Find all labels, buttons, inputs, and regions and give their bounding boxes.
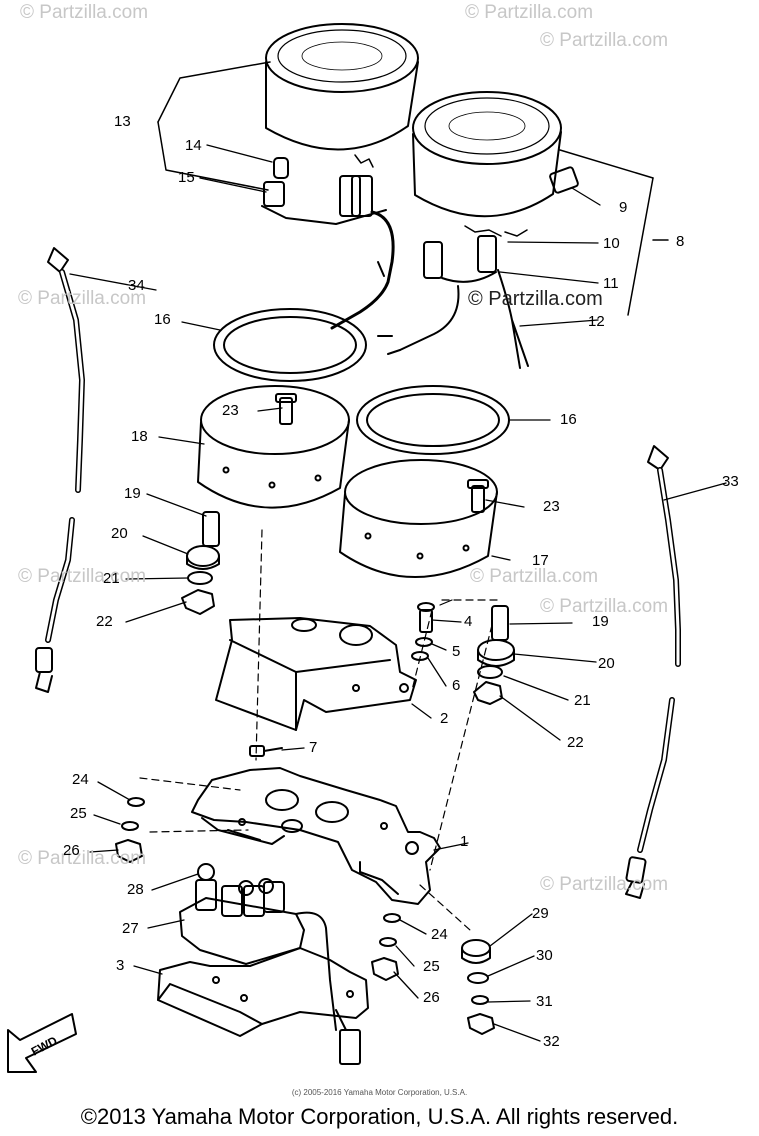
small-copyright: (c) 2005-2016 Yamaha Motor Corporation, … bbox=[291, 1088, 468, 1097]
callout-28: 28 bbox=[127, 881, 144, 898]
callout-13: 13 bbox=[114, 113, 131, 130]
callout-20: 20 bbox=[598, 655, 615, 672]
callout-23: 23 bbox=[543, 498, 560, 515]
callout-11: 11 bbox=[603, 275, 619, 292]
watermark: © Partzilla.com bbox=[20, 2, 149, 23]
callout-31: 31 bbox=[536, 993, 553, 1010]
callout-3: 3 bbox=[116, 957, 125, 974]
callout-17: 17 bbox=[532, 552, 549, 569]
fwd-arrow bbox=[7, 1013, 77, 1073]
watermark: © Partzilla.com bbox=[465, 2, 594, 23]
callout-5: 5 bbox=[452, 643, 461, 660]
callout-26: 26 bbox=[63, 842, 80, 859]
watermark-dark: © Partzilla.com bbox=[468, 288, 603, 310]
speedometer-gauge bbox=[412, 91, 579, 237]
callout-15: 15 bbox=[178, 169, 195, 186]
callout-22: 22 bbox=[567, 734, 584, 751]
callout-14: 14 bbox=[185, 137, 202, 154]
callout-32: 32 bbox=[543, 1033, 560, 1050]
callout-24: 24 bbox=[431, 926, 448, 943]
callout-10: 10 bbox=[603, 235, 620, 252]
callout-23: 23 bbox=[222, 402, 239, 419]
callout-25: 25 bbox=[70, 805, 87, 822]
callout-22: 22 bbox=[96, 613, 113, 630]
callout-16: 16 bbox=[154, 311, 171, 328]
callout-19: 19 bbox=[124, 485, 141, 502]
tachometer-gauge bbox=[265, 23, 419, 168]
callout-34: 34 bbox=[128, 277, 145, 294]
callout-12: 12 bbox=[588, 313, 605, 330]
callout-9: 9 bbox=[619, 199, 628, 216]
callout-25: 25 bbox=[423, 958, 440, 975]
callout-18: 18 bbox=[131, 428, 148, 445]
watermark: © Partzilla.com bbox=[18, 566, 147, 587]
callout-27: 27 bbox=[122, 920, 139, 937]
copyright-notice: ©2013 Yamaha Motor Corporation, U.S.A. A… bbox=[80, 1104, 679, 1129]
fwd-label: FWD bbox=[29, 1033, 60, 1058]
callout-29: 29 bbox=[532, 905, 549, 922]
callout-33: 33 bbox=[722, 473, 739, 490]
watermark: © Partzilla.com bbox=[540, 30, 669, 51]
callout-8: 8 bbox=[676, 233, 685, 250]
callout-16: 16 bbox=[560, 411, 577, 428]
watermark: © Partzilla.com bbox=[470, 566, 599, 587]
callout-24: 24 bbox=[72, 771, 89, 788]
callout-7: 7 bbox=[309, 739, 318, 756]
watermark: © Partzilla.com bbox=[540, 874, 669, 895]
watermark: © Partzilla.com bbox=[18, 288, 147, 309]
callout-1: 1 bbox=[460, 833, 469, 850]
callout-21: 21 bbox=[574, 692, 591, 709]
callout-26: 26 bbox=[423, 989, 440, 1006]
callout-4: 4 bbox=[464, 613, 473, 630]
callout-6: 6 bbox=[452, 677, 461, 694]
callout-2: 2 bbox=[440, 710, 449, 727]
callout-19: 19 bbox=[592, 613, 609, 630]
callout-30: 30 bbox=[536, 947, 553, 964]
watermark: © Partzilla.com bbox=[540, 596, 669, 617]
callout-20: 20 bbox=[111, 525, 128, 542]
callout-21: 21 bbox=[103, 570, 120, 587]
watermark: © Partzilla.com bbox=[18, 848, 147, 869]
